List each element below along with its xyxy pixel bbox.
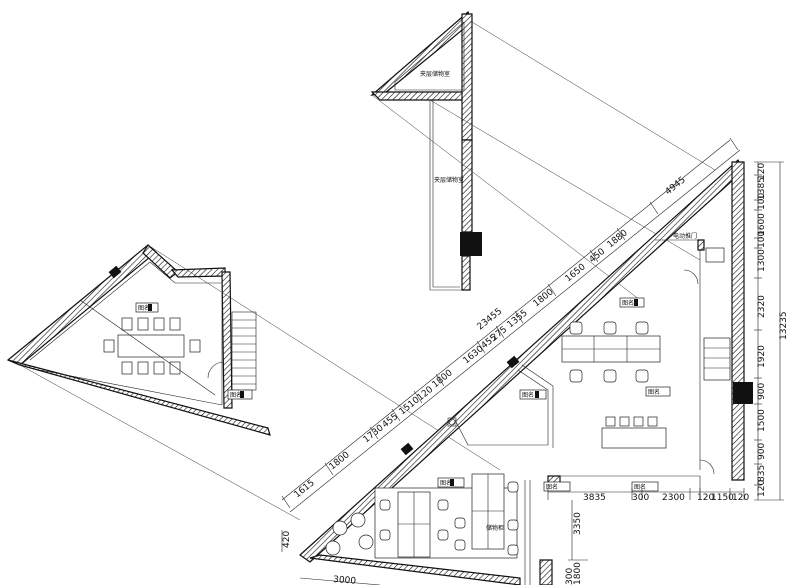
dim-bottom-left: 3000 [333,575,357,585]
room-label-sliding-door: 电动推门 [673,232,697,240]
conference-room-plan [6,244,501,521]
stairs [231,311,257,391]
dim-b0: 3835 [583,493,606,503]
mezzanine-upper-plan: 夹层储物室 夹层储物室 [370,10,716,301]
tag-7: 图名 [634,483,646,491]
diagonal-dimension-chain: 1615 1800 1730 455 1510 120 1800 1630 45… [281,137,741,513]
dim-d6: 1800 [431,368,455,390]
dim-right-total: 13235 [779,311,789,340]
dim-d5: 120 [416,385,436,404]
dim-b2: 2300 [662,493,685,503]
dim-d9: 275 [490,325,510,344]
meeting-table-right [601,416,667,449]
dim-r8: 900 [757,383,767,400]
dim-r4: 100 [757,231,767,248]
tag-0: 图名 [138,304,150,312]
dim-r6: 2320 [757,295,767,318]
right-dimension-chain: 120 1385 100 1600 100 1300 2320 1920 900… [754,161,789,501]
dim-r10: 900 [757,443,767,460]
room-label-storage-cabinet: 储物柜 [486,524,504,532]
diagonal-tick-marks [324,201,659,476]
dim-r1: 1385 [757,177,767,200]
dim-b3: 120 [697,493,714,503]
tag-3: 图名 [522,391,534,399]
tag-boxes: 图名 图名 图名 图名 图名 图名 图名 图名 [135,297,671,492]
desk-cluster-lower [325,473,519,559]
dim-r12: 120 [757,480,767,497]
dim-r11: 835 [757,465,767,482]
dim-r5: 1300 [757,249,767,272]
dim-d3: 455 [381,412,401,431]
cabinet-stack [703,337,731,381]
desk-cluster-upper [561,321,661,383]
dim-vertical-bottom: 1800 [573,562,583,585]
dim-vertical-mid: 3350 [573,512,583,535]
bottom-dimension-chain: 3835 300 2300 120 1150 120 3000 420 3350… [281,488,749,585]
dim-d12: 1650 [564,262,588,284]
dim-b4: 1150 [711,493,734,503]
dim-d14: 1880 [606,228,630,250]
dim-r0: 120 [757,163,767,180]
tag-1: 图名 [230,391,242,399]
tag-5: 图名 [440,479,452,487]
dim-b1: 300 [632,493,649,503]
dim-r2: 100 [757,193,767,210]
room-label-mezzanine-bottom: 夹层储物室 [434,176,464,184]
conference-chairs [103,317,201,375]
dim-d13: 450 [588,247,608,266]
dim-left-small: 420 [282,531,292,548]
tag-2: 图名 [622,299,634,307]
dim-b5: 120 [732,493,749,503]
dim-diagonal-upper: 4945 [664,175,688,197]
dim-r3: 1600 [757,213,767,236]
tag-6: 图名 [546,483,558,491]
dim-r7: 1920 [757,345,767,368]
dim-r9: 1500 [757,409,767,432]
main-office-plan: 电动推门 [299,159,753,585]
tag-4: 图名 [648,388,660,396]
dim-vertical-bottom-2: 300 [565,568,575,585]
room-label-mezzanine-top: 夹层储物室 [420,70,450,78]
dim-d10: 1355 [506,308,530,330]
